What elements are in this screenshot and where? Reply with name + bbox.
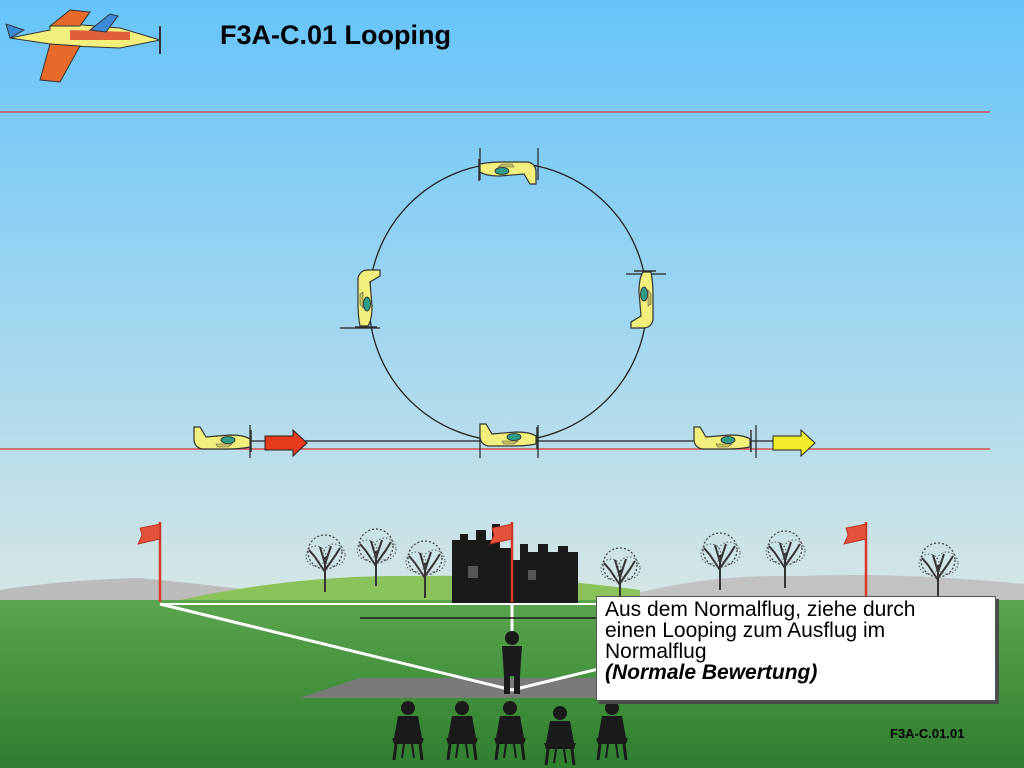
castle-window: [468, 566, 478, 578]
castle-ruin-icon: [452, 524, 578, 604]
entry-arrow-icon: [264, 428, 308, 458]
figure-code: F3A-C.01.01: [890, 726, 965, 741]
header-aircraft-icon: [5, 9, 161, 83]
field-marking: [159, 602, 513, 692]
castle-window: [528, 570, 536, 580]
page-title: F3A-C.01 Looping: [220, 20, 451, 50]
sky: [0, 0, 1024, 600]
rating-note: (Normale Bewertung): [605, 661, 818, 684]
description-box: Aus dem Normalflug, ziehe durch einen Lo…: [596, 596, 996, 701]
pilot-icon: [502, 631, 522, 694]
description-line: Normalflug: [605, 640, 707, 663]
exit-arrow-icon: [772, 428, 816, 458]
description-line: einen Looping zum Ausflug im: [605, 619, 886, 642]
description-line: Aus dem Normalflug, ziehe durch: [605, 598, 916, 621]
hill: [0, 578, 250, 605]
